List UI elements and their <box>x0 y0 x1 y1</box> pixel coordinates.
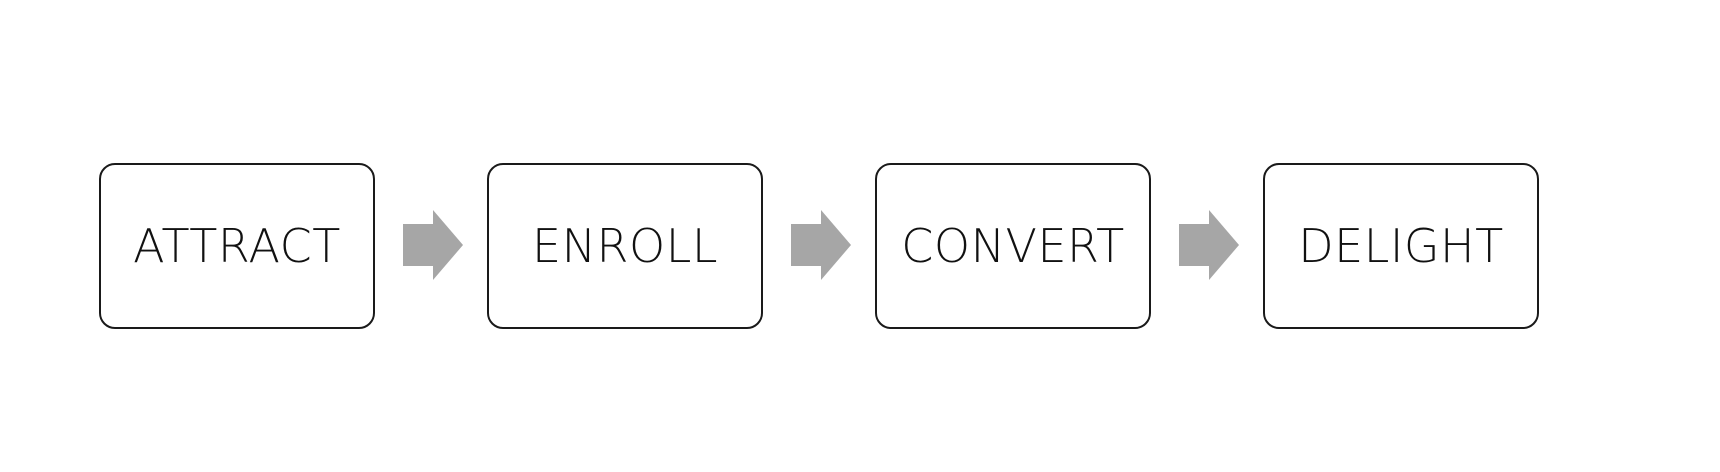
step-box-enroll: ENROLL <box>487 163 763 329</box>
step-box-delight: DELIGHT <box>1263 163 1539 329</box>
step-label-enroll: ENROLL <box>532 219 718 273</box>
step-label-convert: CONVERT <box>901 219 1125 273</box>
right-arrow-icon <box>403 210 463 280</box>
step-box-convert: CONVERT <box>875 163 1151 329</box>
right-arrow-icon <box>1179 210 1239 280</box>
step-box-attract: ATTRACT <box>99 163 375 329</box>
step-label-delight: DELIGHT <box>1298 219 1504 273</box>
right-arrow-icon <box>791 210 851 280</box>
step-label-attract: ATTRACT <box>133 219 341 273</box>
